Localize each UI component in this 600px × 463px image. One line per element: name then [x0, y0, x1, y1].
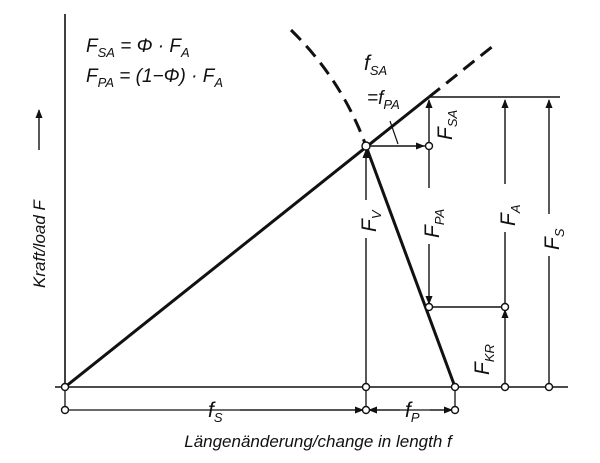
label-f-s: fS — [208, 399, 223, 425]
node-fsa-end — [424, 141, 434, 151]
label-F-SA: FSA — [434, 110, 460, 140]
clamped-part-line — [364, 145, 457, 388]
node-dim-mid — [361, 405, 371, 415]
node-part-base — [450, 382, 460, 392]
formula-line-2: FPA = (1−Φ) · FA — [86, 66, 223, 90]
label-eq-f-pa: =fPA — [367, 88, 400, 112]
node-fa-base — [500, 382, 510, 392]
node-fv-base — [361, 382, 371, 392]
label-F-KR: FKR — [471, 344, 497, 375]
node-residual — [424, 302, 434, 312]
y-axis-title: Kraft/load F — [30, 198, 49, 287]
label-f-p: fP — [405, 399, 420, 425]
node-origin — [60, 382, 70, 392]
node-dim-right — [450, 405, 460, 415]
label-F-V: FV — [358, 209, 384, 232]
bolt-line-extension-dashed — [428, 44, 494, 99]
node-residual-right — [500, 302, 510, 312]
node-fs-base — [544, 382, 554, 392]
node-working-point — [361, 141, 371, 151]
formula-line-1: FSA = Φ · FA — [86, 36, 190, 60]
clamped-part-curve-dashed — [289, 28, 368, 147]
label-F-PA: FPA — [421, 209, 447, 238]
bolt-line — [64, 95, 430, 389]
f-sa-pointer — [389, 120, 399, 145]
node-dim-left — [60, 405, 70, 415]
label-F-A: FA — [497, 205, 523, 227]
label-F-S: FS — [541, 228, 567, 250]
label-f-sa: fSA — [364, 52, 387, 78]
x-axis-title: Längenänderung/change in length f — [184, 432, 454, 451]
